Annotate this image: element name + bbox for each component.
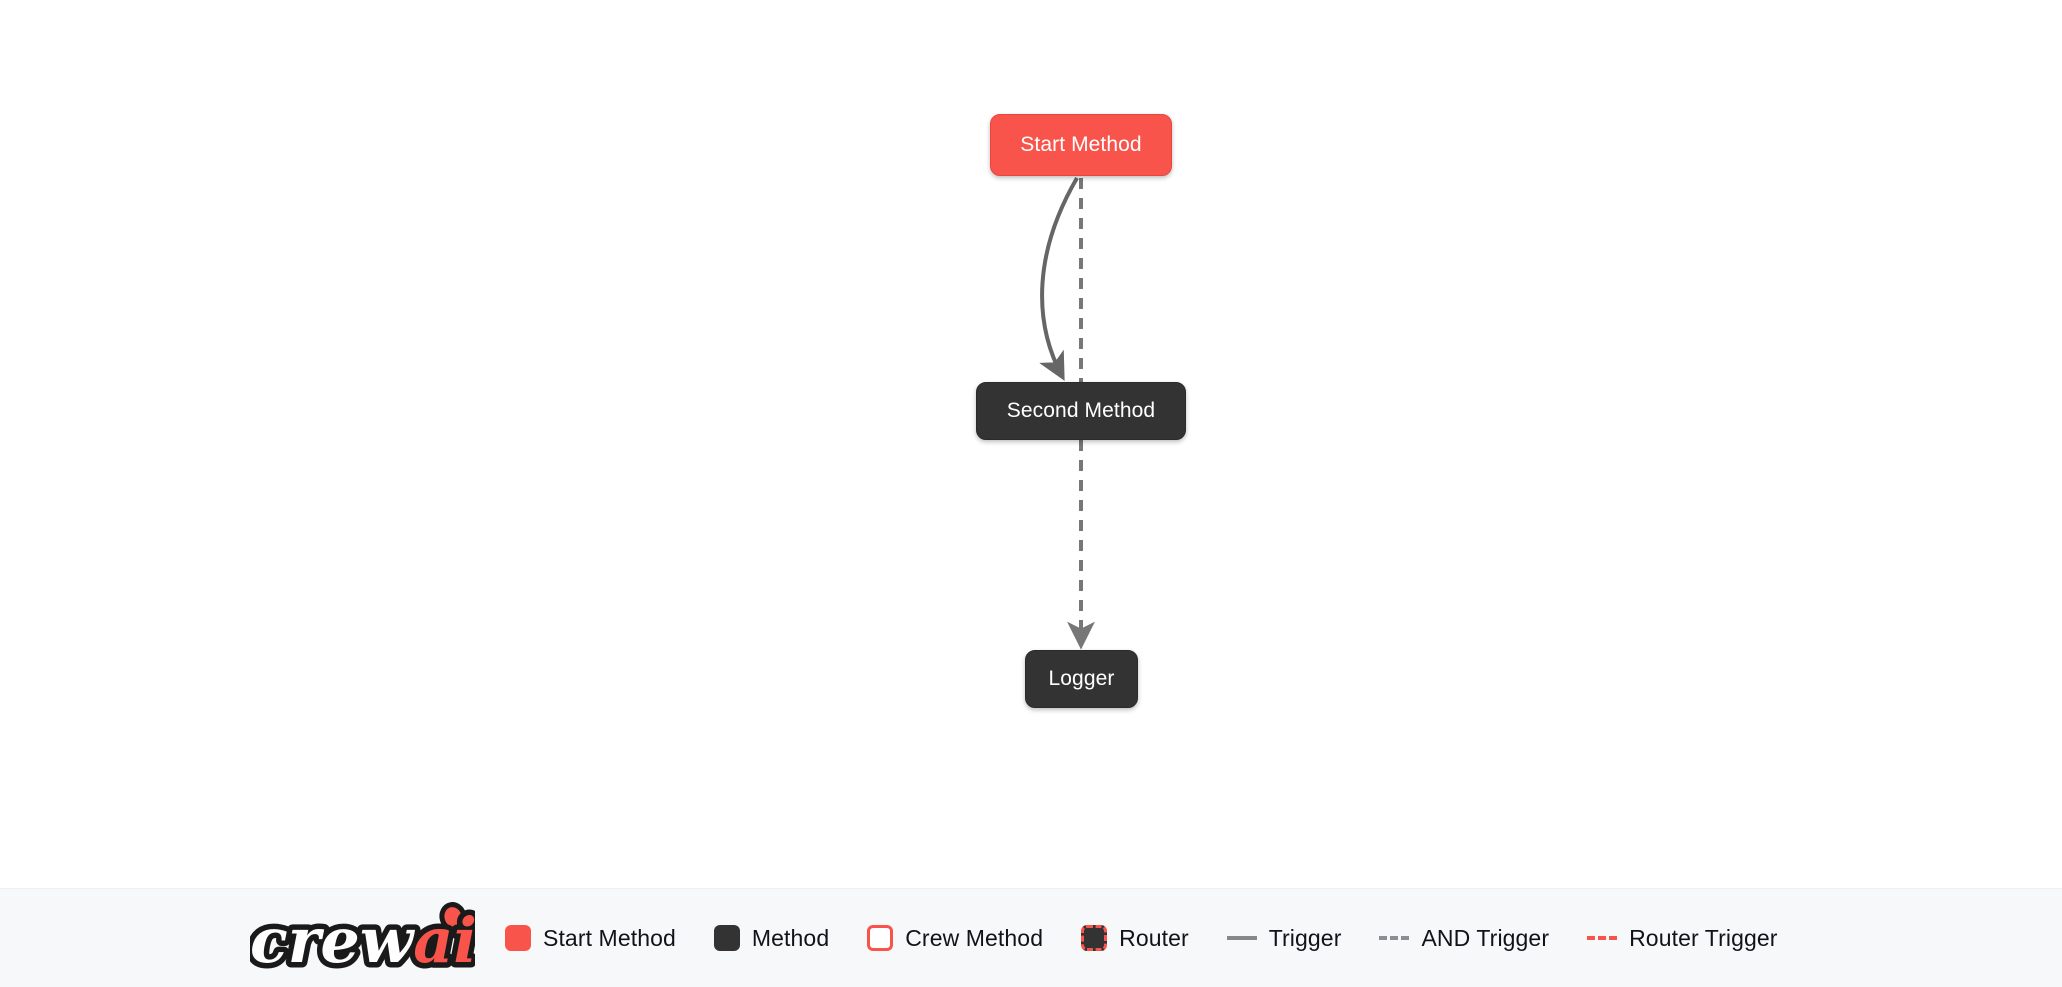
crew-method-swatch-icon [867, 925, 894, 951]
crewai-logo-text-primary: crewai [250, 904, 475, 977]
trigger-line-icon [1226, 936, 1257, 940]
legend-item-crew-method[interactable]: Crew Method [867, 925, 1043, 952]
flow-node-label: Start Method [1020, 133, 1142, 156]
crewai-logo: crewai crewai [250, 898, 475, 979]
legend-label: AND Trigger [1421, 924, 1550, 951]
legend-label: Router [1119, 924, 1189, 951]
legend-bar: crewai crewai Start Method Method Crew M… [0, 888, 2062, 987]
flow-canvas[interactable]: Start Method Second Method Logger [0, 0, 2062, 888]
legend-item-trigger[interactable]: Trigger [1226, 924, 1342, 952]
legend-item-method[interactable]: Method [713, 924, 830, 952]
legend-items: Start Method Method Crew Method Router T… [505, 925, 1778, 952]
legend-label: Method [751, 924, 830, 951]
legend-label: Trigger [1268, 924, 1342, 951]
flow-node-start-method[interactable]: Start Method [990, 114, 1172, 176]
method-swatch-icon [713, 925, 740, 951]
legend-label: Start Method [543, 924, 676, 951]
router-trigger-line-icon [1587, 936, 1618, 940]
crewai-logo-text-accent: ai [413, 904, 475, 977]
start-method-swatch-icon [505, 925, 531, 951]
legend-label: Crew Method [905, 924, 1044, 951]
and-trigger-line-icon [1379, 936, 1410, 940]
legend-item-router[interactable]: Router [1081, 925, 1189, 952]
router-swatch-icon [1081, 925, 1108, 951]
flow-node-label: Logger [1048, 667, 1115, 690]
crewai-logo-dot [439, 902, 467, 932]
flow-node-logger[interactable]: Logger [1025, 650, 1138, 708]
legend-item-router-trigger[interactable]: Router Trigger [1587, 925, 1777, 952]
legend-label: Router Trigger [1629, 924, 1778, 951]
flow-node-second-method[interactable]: Second Method [976, 382, 1186, 440]
legend-item-start-method[interactable]: Start Method [505, 925, 676, 952]
flow-node-label: Second Method [1006, 399, 1156, 422]
crewai-logo-outline: crewai [250, 904, 475, 977]
edge-trigger-start-to-second [1039, 176, 1079, 381]
legend-item-and-trigger[interactable]: AND Trigger [1379, 925, 1549, 952]
